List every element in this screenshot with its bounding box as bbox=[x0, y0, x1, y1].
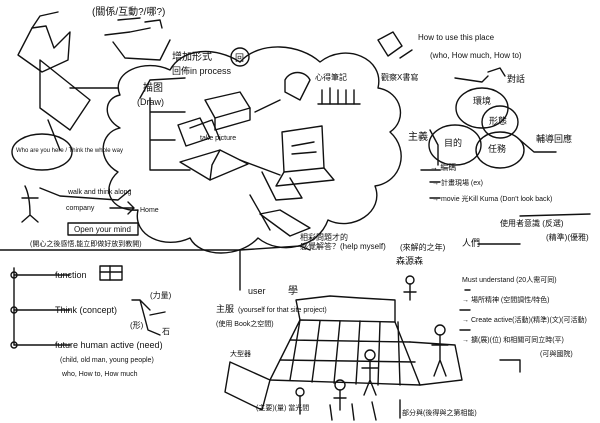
center-label: 主義 bbox=[408, 130, 428, 143]
company-label: company bbox=[66, 205, 95, 212]
must-understand: Must understand (20人需可同) bbox=[462, 276, 557, 284]
note-1: → 計畫現場 (ex) bbox=[432, 178, 483, 187]
left-bottom-hierarchy bbox=[10, 265, 166, 349]
bubble-feedback: 輔導回應 bbox=[536, 133, 572, 144]
point-3: → 擴(展)(位) 和相關可同立時(平) bbox=[462, 335, 564, 344]
arrow-label: 對話 bbox=[507, 73, 525, 84]
method-sub-label: (Draw) bbox=[137, 97, 164, 107]
process-label: 回佈in process bbox=[172, 65, 232, 76]
question-help-label: 相彩問題才的感覺解答？(help myself) bbox=[300, 232, 386, 251]
point-2: → Create active(活動)(精準)(文)(可活動) bbox=[462, 315, 587, 324]
use-subtitle: (who, How much, How to) bbox=[430, 51, 522, 60]
top-question: (關係/互動?/哪?) bbox=[92, 5, 165, 18]
cloud-sketch-items bbox=[177, 71, 361, 237]
name-cn2: 森源森 bbox=[396, 255, 423, 266]
bubble-environment: 環境 bbox=[473, 95, 491, 106]
think-item: Think (concept) bbox=[55, 305, 117, 315]
mind-caption: (開心之後感悟,能立即做好放到教開) bbox=[30, 239, 142, 248]
future-item-sub2: who, How to, How much bbox=[61, 371, 138, 378]
main-sub2: (使用 Book之空間) bbox=[216, 319, 274, 328]
name-cn: (來解的之年) bbox=[400, 242, 446, 252]
add-form-label: 增加形式 bbox=[172, 50, 212, 63]
who-bubble: Who are you here / Think the whole way bbox=[16, 148, 123, 154]
right-top-sketch bbox=[377, 31, 506, 83]
open-mind-label: Open your mind bbox=[74, 225, 131, 234]
use-title: How to use this place bbox=[418, 33, 495, 42]
note-header: → 編碼 bbox=[430, 162, 456, 172]
site-plan-sketch bbox=[224, 275, 463, 421]
side-note-2: (精準)(優雅) bbox=[546, 232, 589, 242]
user-char: 學 bbox=[288, 284, 298, 297]
bubble-form: 形態 bbox=[489, 115, 507, 126]
mark-stone: 石 bbox=[162, 327, 170, 336]
circle-label: 回 bbox=[235, 53, 244, 63]
function-item: function bbox=[55, 270, 87, 280]
footer-note: 部分與(後得與之第相能) bbox=[402, 408, 477, 417]
home-label: Home bbox=[140, 207, 159, 214]
point-1: → 場所精神 (空間調性/特色) bbox=[462, 295, 550, 304]
future-item-sub: (child, old man, young people) bbox=[60, 357, 154, 364]
left-middle-sketch bbox=[11, 59, 131, 223]
method-label: 描图 bbox=[143, 81, 163, 94]
mark-power: (力量) bbox=[150, 290, 172, 300]
top-left-geometric-sketch bbox=[17, 11, 171, 73]
mark-shape: (形) bbox=[130, 321, 144, 330]
walk-label: walk and think along bbox=[67, 189, 132, 196]
cloud-outline bbox=[102, 46, 402, 254]
bottom-label: (主要)(量) 當光間 bbox=[256, 403, 309, 412]
main-sub: (yourself for that site project) bbox=[238, 307, 327, 314]
bubble-task: 任務 bbox=[488, 143, 506, 154]
note-2: → movie 光Kill Kuma (Don't look back) bbox=[432, 194, 552, 203]
tag-court: (可與國院) bbox=[540, 349, 573, 358]
diary-label: 心得筆記 bbox=[315, 72, 347, 82]
side-note-1: 使用者意識 (反選) bbox=[500, 218, 564, 228]
open-mind-box bbox=[67, 222, 139, 236]
bubble-purpose: 目的 bbox=[444, 137, 462, 148]
photo-label: take picture bbox=[200, 135, 236, 142]
user-label: user bbox=[248, 286, 266, 296]
draw-note: 觀察X書寫 bbox=[381, 72, 418, 82]
tag-people: 人們 bbox=[462, 237, 480, 248]
main-label: 主服 bbox=[216, 303, 234, 314]
future-item: future human active (need) bbox=[55, 340, 163, 350]
cloud-connectors bbox=[139, 77, 281, 231]
bench-label: 大型器 bbox=[230, 349, 251, 358]
